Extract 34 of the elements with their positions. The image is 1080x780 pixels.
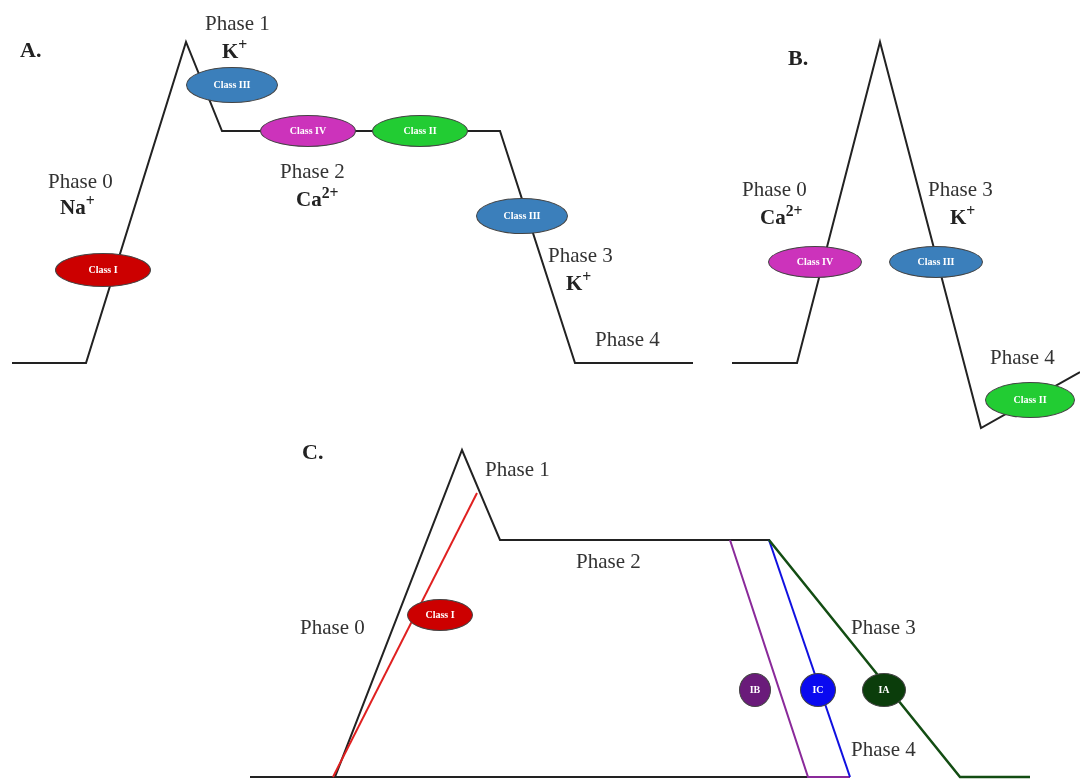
class-ellipse: Class IV bbox=[260, 115, 356, 147]
class-ellipse: Class II bbox=[372, 115, 468, 147]
class-ellipse: Class IV bbox=[768, 246, 862, 278]
phase-label: Phase 4 bbox=[990, 344, 1055, 371]
class-ellipse: Class I bbox=[55, 253, 151, 287]
phase-label: Phase 2 bbox=[576, 548, 641, 575]
ion-label: K$^{+}$ bbox=[950, 204, 976, 231]
class-ellipse: Class III bbox=[889, 246, 983, 278]
ion-label: K$^{+}$ bbox=[222, 38, 248, 65]
phase-label: Phase 0 bbox=[742, 176, 807, 203]
class-ellipse: Class I bbox=[407, 599, 473, 631]
phase-label: Phase 0 bbox=[300, 614, 365, 641]
phase-label: Phase 4 bbox=[595, 326, 660, 353]
panel-letter: A. bbox=[20, 36, 42, 64]
phase-label: Phase 0 bbox=[48, 168, 113, 195]
phase-label: Phase 4 bbox=[851, 736, 916, 763]
class-ellipse: IA bbox=[862, 673, 906, 707]
class-ellipse: IB bbox=[739, 673, 771, 707]
class-ellipse: Class III bbox=[186, 67, 278, 103]
ion-label: Na$^{+}$ bbox=[60, 194, 95, 221]
phase-label: Phase 3 bbox=[928, 176, 993, 203]
panel-letter: B. bbox=[788, 44, 809, 72]
panel-letter: C. bbox=[302, 438, 324, 466]
phase-label: Phase 3 bbox=[548, 242, 613, 269]
ion-label: Ca$^{2+}$ bbox=[760, 204, 803, 231]
class-ellipse: Class III bbox=[476, 198, 568, 234]
ion-label: Ca$^{2+}$ bbox=[296, 186, 339, 213]
ion-label: K$^{+}$ bbox=[566, 270, 592, 297]
phase-label: Phase 1 bbox=[485, 456, 550, 483]
phase-label: Phase 3 bbox=[851, 614, 916, 641]
class-ellipse: IC bbox=[800, 673, 836, 707]
phase-label: Phase 1 bbox=[205, 10, 270, 37]
class-ellipse: Class II bbox=[985, 382, 1075, 418]
phase-label: Phase 2 bbox=[280, 158, 345, 185]
